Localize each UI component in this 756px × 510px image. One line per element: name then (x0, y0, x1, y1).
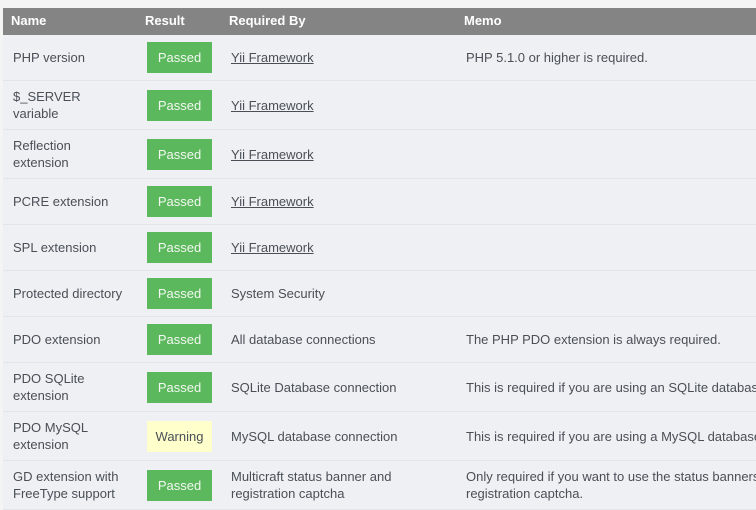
cell-requirement-name: PHP version (3, 35, 137, 81)
required-by-text: System Security (231, 286, 325, 301)
cell-result: Passed (137, 362, 221, 412)
cell-requirement-name: Protected directory (3, 270, 137, 317)
required-by-link[interactable]: Yii Framework (231, 240, 314, 255)
cell-required-by: All database connections (221, 316, 456, 363)
table-row: PHP version Passed Yii Framework PHP 5.1.0 … (3, 35, 756, 81)
table-row: GD extension with FreeType support Passed… (3, 460, 756, 510)
required-by-text: Multicraft status banner and registratio… (231, 469, 392, 501)
table-row: Protected directory Passed System Security (3, 270, 756, 317)
required-by-link[interactable]: Yii Framework (231, 146, 314, 162)
table-row: SPL extension Passed Yii Framework (3, 224, 756, 271)
cell-requirement-name: GD extension with FreeType support (3, 460, 137, 510)
cell-result: Passed (137, 316, 221, 363)
status-badge: Passed (147, 371, 212, 403)
requirements-table-container: Name Result Required By Memo PHP version… (3, 8, 756, 510)
cell-result: Passed (137, 80, 221, 130)
cell-requirement-name: PDO MySQL extension (3, 411, 137, 461)
cell-required-by: Yii Framework (221, 80, 456, 130)
cell-memo: The PHP PDO extension is always required… (456, 316, 756, 363)
table-row: PDO extension Passed All database connecti… (3, 316, 756, 363)
cell-result: Passed (137, 224, 221, 271)
column-header-memo: Memo (456, 8, 756, 35)
required-by-text: All database connections (231, 332, 376, 347)
status-badge: Passed (147, 89, 212, 121)
table-row: $_SERVER variable Passed Yii Framework (3, 80, 756, 130)
cell-result: Passed (137, 270, 221, 317)
status-badge: Passed (147, 42, 212, 73)
required-by-link[interactable]: Yii Framework (231, 50, 314, 65)
column-header-required-by: Required By (221, 8, 456, 35)
cell-result: Passed (137, 35, 221, 81)
column-header-result: Result (137, 8, 221, 35)
cell-memo (456, 129, 756, 179)
cell-requirement-name: PCRE extension (3, 178, 137, 225)
cell-result: Passed (137, 460, 221, 510)
cell-required-by: Yii Framework (221, 129, 456, 179)
required-by-text: SQLite Database connection (231, 379, 397, 395)
cell-memo: PHP 5.1.0 or higher is required. (456, 35, 756, 81)
column-header-name: Name (3, 8, 137, 35)
cell-required-by: Yii Framework (221, 35, 456, 81)
table-row: PCRE extension Passed Yii Framework (3, 178, 756, 225)
requirements-table: Name Result Required By Memo PHP version… (3, 8, 756, 510)
cell-required-by: Multicraft status banner and registratio… (221, 460, 456, 510)
status-badge: Warning (147, 420, 212, 452)
cell-memo: This is required if you are using an SQL… (456, 362, 756, 412)
cell-required-by: Yii Framework (221, 224, 456, 271)
cell-memo (456, 178, 756, 225)
cell-memo: This is required if you are using a MySQ… (456, 411, 756, 461)
status-badge: Passed (147, 324, 212, 355)
status-badge: Passed (147, 138, 212, 170)
cell-requirement-name: PDO SQLite extension (3, 362, 137, 412)
table-row: PDO SQLite extension Passed SQLite Databas… (3, 362, 756, 412)
required-by-link[interactable]: Yii Framework (231, 194, 314, 209)
cell-required-by: System Security (221, 270, 456, 317)
table-header-row: Name Result Required By Memo (3, 8, 756, 35)
cell-requirement-name: Reflection extension (3, 129, 137, 179)
cell-required-by: Yii Framework (221, 178, 456, 225)
table-header: Name Result Required By Memo (3, 8, 756, 35)
status-badge: Passed (147, 232, 212, 263)
cell-requirement-name: PDO extension (3, 316, 137, 363)
cell-memo (456, 270, 756, 317)
cell-result: Passed (137, 178, 221, 225)
required-by-link[interactable]: Yii Framework (231, 97, 314, 113)
cell-memo: Only required if you want to use the sta… (456, 460, 756, 510)
cell-requirement-name: $_SERVER variable (3, 80, 137, 130)
table-row: Reflection extension Passed Yii Framework (3, 129, 756, 179)
status-badge: Passed (147, 278, 212, 309)
status-badge: Passed (147, 469, 212, 501)
required-by-text: MySQL database connection (231, 428, 398, 444)
status-badge: Passed (147, 186, 212, 217)
cell-result: Warning (137, 411, 221, 461)
cell-required-by: MySQL database connection (221, 411, 456, 461)
table-row: PDO MySQL extension Warning MySQL database… (3, 411, 756, 461)
cell-required-by: SQLite Database connection (221, 362, 456, 412)
cell-memo (456, 80, 756, 130)
cell-requirement-name: SPL extension (3, 224, 137, 271)
cell-memo (456, 224, 756, 271)
cell-result: Passed (137, 129, 221, 179)
